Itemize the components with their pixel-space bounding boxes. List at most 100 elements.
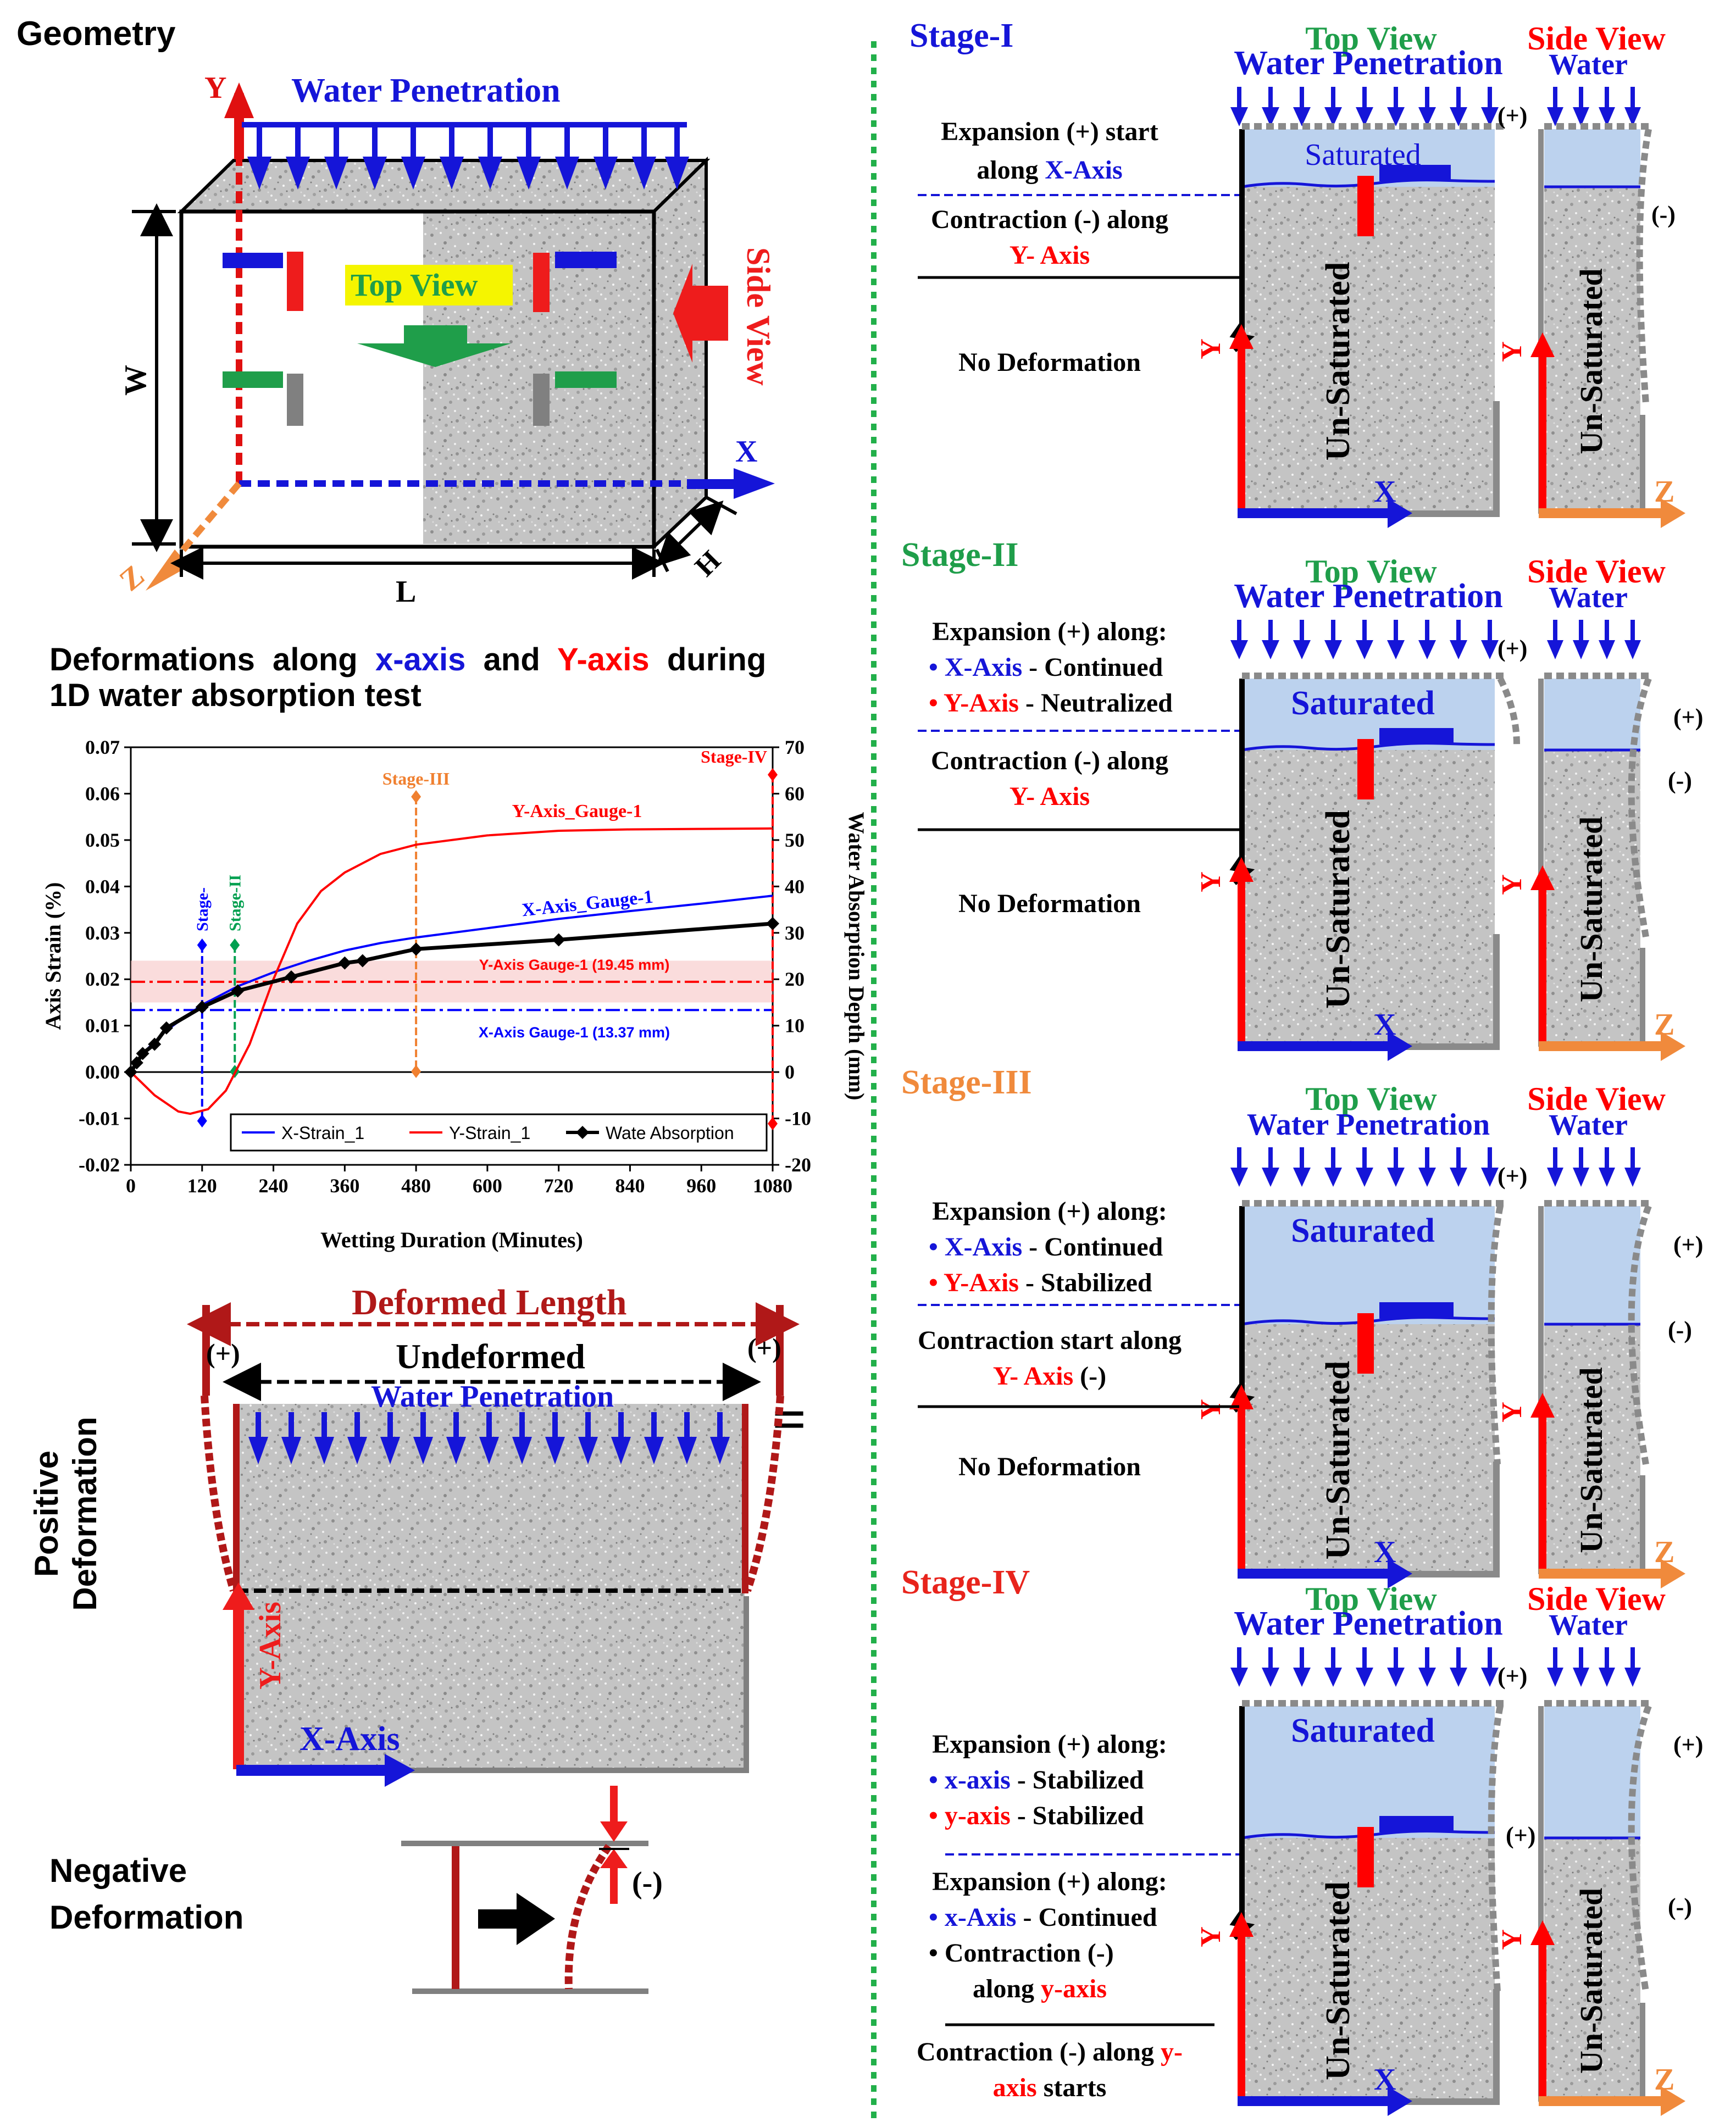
stage-minus-label: (-) — [1668, 1316, 1692, 1343]
chart-plot-area — [130, 746, 774, 1166]
left-expansion-edge — [233, 1404, 240, 1593]
stage-water-arrow-head — [1450, 1168, 1467, 1187]
stage-plus-label: (+) — [1497, 1663, 1527, 1690]
stage-plus-label: (+) — [1497, 635, 1527, 662]
stage-water-arrow-shaft — [1268, 87, 1273, 112]
water-arrow — [286, 124, 310, 190]
series-point — [285, 970, 298, 984]
stage-side-arrow-shaft — [1630, 620, 1635, 645]
top-view-arrow — [357, 325, 511, 367]
deform-water-arrow-shaft — [321, 1412, 327, 1442]
stage-y-axis-head — [1229, 857, 1254, 882]
stage-description-line: along y-axis — [973, 1974, 1107, 2003]
deform-water-arrow-shaft — [256, 1412, 261, 1442]
stage-water-arrow-shaft — [1488, 1147, 1492, 1172]
stage-side-arrow-head — [1624, 1168, 1641, 1187]
stage-y-axis-shaft — [1238, 1407, 1245, 1574]
stage-description-line: No Deformation — [958, 1452, 1141, 1481]
stage-top-view-label: Top View — [1305, 1581, 1437, 1617]
stage-text-span: Contraction (-) along — [931, 205, 1168, 234]
heading-part: Deformations along — [49, 642, 375, 677]
stage-water-penetration-label: Water Penetration — [1234, 45, 1503, 82]
stage-axis-y-label: Y — [1195, 1926, 1227, 1947]
stage-water-arrow-head — [1293, 1668, 1311, 1687]
deform-water-arrow-head — [710, 1437, 730, 1464]
stage-water-arrow-head — [1418, 107, 1436, 126]
stage-water-arrow-head — [1418, 1168, 1436, 1187]
y2-tick-label: 30 — [785, 922, 805, 944]
stage-text-span: Expansion (+) start — [941, 117, 1158, 146]
stage-side-arrow-shaft — [1579, 1147, 1583, 1172]
y2-tick-label: -10 — [785, 1108, 811, 1130]
stage-marker-diamond — [411, 1065, 421, 1078]
stage-water-arrow-shaft — [1300, 620, 1304, 645]
stage-side-view-label: Side View — [1527, 20, 1666, 57]
water-arrow — [247, 124, 271, 190]
stage-water-arrow-head — [1324, 640, 1342, 659]
stage-text-span: - Neutralized — [1019, 688, 1173, 718]
series-point — [136, 1047, 149, 1060]
stage-water-arrow-shaft — [1300, 1147, 1304, 1172]
deform-water-arrow-head — [644, 1437, 664, 1464]
stage-x-axis-shaft — [1238, 2096, 1391, 2106]
stage-text-span: Expansion (+) along: — [932, 1867, 1167, 1896]
stage-unsaturated-label: Un-Saturated — [1319, 262, 1357, 461]
series-point — [766, 916, 779, 930]
stage-water-arrow-shaft — [1488, 620, 1492, 645]
stage-text-span: axis — [993, 2073, 1037, 2102]
stage-water-arrow-head — [1387, 107, 1405, 126]
stage-description-line: • X-Axis - Continued — [929, 653, 1163, 682]
stage-title: Stage-II — [901, 536, 1019, 574]
stage-x-axis-shaft — [1238, 1569, 1391, 1579]
stage-text-span: (-) — [1073, 1362, 1106, 1391]
stage-description-line: • x-axis - Stabilized — [929, 1765, 1144, 1795]
neg-initial-bar — [452, 1846, 459, 1989]
stage-water-arrow-shaft — [1362, 87, 1367, 112]
deform-water-arrow-head — [677, 1437, 697, 1464]
deform-y-axis-head — [223, 1582, 254, 1610]
deform-water-arrow-shaft — [684, 1412, 690, 1442]
stage-side-plus-label: (+) — [1673, 1231, 1703, 1258]
stage-front-bulge — [1488, 1205, 1504, 1465]
stage-water-arrow-head — [1230, 1168, 1248, 1187]
y2-tick-label: 50 — [785, 829, 805, 851]
series-point — [338, 956, 352, 970]
y-tick-label: 0.03 — [85, 922, 120, 944]
stage-text-span: • — [929, 1765, 945, 1795]
stage-unsaturated-label: Un-Saturated — [1319, 1881, 1357, 2080]
stage-water-arrow-head — [1356, 640, 1373, 659]
stage-y-axis-head — [1229, 1912, 1254, 1937]
stage-description-line: Y- Axis (-) — [993, 1362, 1106, 1391]
stage-side-arrow-shaft — [1630, 1147, 1635, 1172]
x-axis-arrowhead — [734, 468, 775, 499]
stage-water-arrow-head — [1481, 107, 1499, 126]
deformed-length-label: Deformed Length — [352, 1282, 626, 1323]
stage-water-arrow-shaft — [1362, 1147, 1367, 1172]
stage-front-plus-label: (+) — [1506, 1822, 1535, 1849]
stage-axis-y-label: Y — [1195, 871, 1227, 892]
stage-water-arrow-shaft — [1456, 87, 1461, 112]
stage-z-axis-shaft — [1539, 2096, 1665, 2106]
geo-water-arrows — [247, 124, 689, 190]
stage-unsaturated-label: Un-Saturated — [1319, 810, 1357, 1009]
stage-water-arrow-head — [1324, 1668, 1342, 1687]
stage-side-arrow-head — [1547, 1168, 1563, 1187]
gauge-y-top-left — [287, 252, 303, 311]
stage-text-span: • — [929, 1903, 945, 1932]
chart-heading-line2: 1D water absorption test — [49, 677, 421, 713]
undeformed-label: Undeformed — [396, 1337, 585, 1376]
geo-water-penetration-label: Water Penetration — [291, 72, 561, 109]
y-tick-label: 0.05 — [85, 829, 120, 851]
stage-water-arrow-shaft — [1488, 87, 1492, 112]
positive-deformation-line1: Positive — [28, 1451, 65, 1577]
stage-text-span: Y- Axis — [1010, 782, 1090, 811]
stage-text-span: starts — [1037, 2073, 1107, 2102]
y-axis-solid — [234, 93, 244, 159]
stage-y-axis-head — [1229, 324, 1254, 349]
stage-gauge-x — [1379, 1302, 1454, 1319]
stage-side-arrow-shaft — [1579, 620, 1583, 645]
